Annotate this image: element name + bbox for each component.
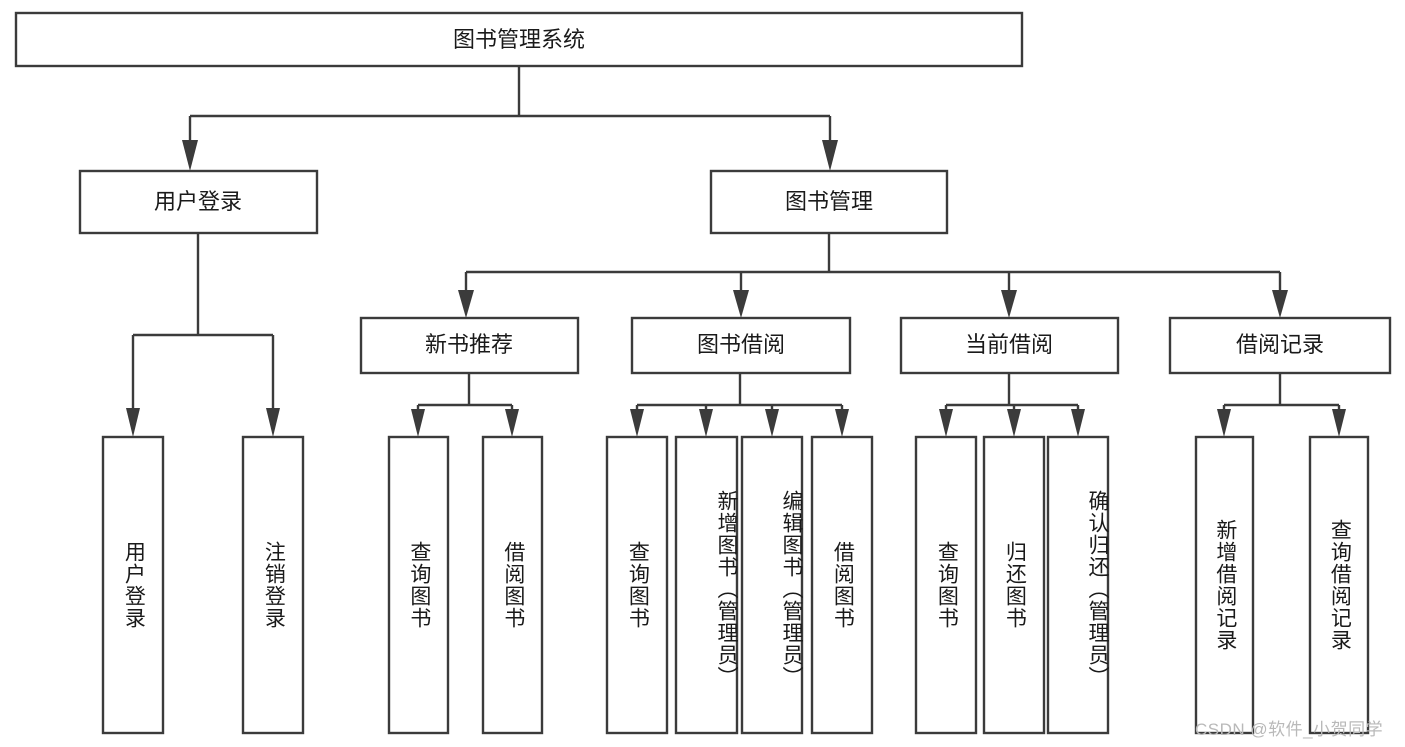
arrow-head-leaf-edit-book — [765, 409, 779, 437]
node-box-current-borrow[interactable] — [899, 316, 1120, 375]
node-box-leaf-confirm-return[interactable] — [1046, 435, 1110, 735]
node-label-new-book-recommend: 新书推荐 — [425, 332, 513, 357]
connectors-new-book-recommend-to-leaves — [411, 373, 519, 437]
arrow-head-leaf-query-book-3 — [939, 409, 953, 437]
connectors-root-to-level1 — [182, 66, 838, 171]
node-box-book-management[interactable] — [709, 169, 949, 235]
node-box-leaf-logout-login[interactable] — [241, 435, 305, 735]
node-box-leaf-query-book-1[interactable] — [387, 435, 450, 735]
node-box-leaf-add-book[interactable] — [674, 435, 739, 735]
arrow-head-user-login — [182, 140, 198, 171]
arrow-head-leaf-confirm-return — [1071, 409, 1085, 437]
node-box-leaf-borrow-book-2[interactable] — [810, 435, 874, 735]
node-box-leaf-user-login[interactable] — [101, 435, 165, 735]
arrow-head-leaf-query-book-1 — [411, 409, 425, 437]
node-label-borrow-record: 借阅记录 — [1236, 332, 1324, 357]
node-box-leaf-query-book-3[interactable] — [914, 435, 978, 735]
arrow-head-leaf-add-record — [1217, 409, 1231, 437]
arrow-head-current-borrow — [1001, 290, 1017, 318]
connectors-book-management-to-level2 — [458, 233, 1288, 318]
node-box-root[interactable] — [14, 11, 1024, 68]
arrow-head-leaf-add-book — [699, 409, 713, 437]
node-box-leaf-query-record[interactable] — [1308, 435, 1370, 735]
arrow-head-new-book-recommend — [458, 290, 474, 318]
node-label-book-management: 图书管理 — [785, 189, 873, 214]
node-box-leaf-return-book[interactable] — [982, 435, 1046, 735]
arrow-head-leaf-query-record — [1332, 409, 1346, 437]
arrow-head-book-borrow — [733, 290, 749, 318]
arrow-head-leaf-query-book-2 — [630, 409, 644, 437]
connectors-borrow-record-to-leaves — [1217, 373, 1346, 437]
node-label-user-login: 用户登录 — [154, 189, 242, 214]
node-box-leaf-edit-book[interactable] — [740, 435, 804, 735]
arrow-head-leaf-borrow-book-2 — [835, 409, 849, 437]
node-box-user-login[interactable] — [78, 169, 319, 235]
node-box-leaf-query-book-2[interactable] — [605, 435, 669, 735]
node-box-borrow-record[interactable] — [1168, 316, 1392, 375]
csdn-watermark: CSDN @软件_小贺同学 — [1195, 720, 1384, 739]
arrow-head-leaf-user-login — [126, 408, 140, 437]
arrow-head-borrow-record — [1272, 290, 1288, 318]
arrow-head-leaf-borrow-book-1 — [505, 409, 519, 437]
arrow-head-leaf-logout-login — [266, 408, 280, 437]
node-label-book-borrow: 图书借阅 — [697, 332, 785, 357]
connectors-user-login-to-leaves — [126, 233, 280, 437]
node-label-root: 图书管理系统 — [453, 27, 585, 52]
arrow-head-book-management — [822, 140, 838, 171]
connectors-current-borrow-to-leaves — [939, 373, 1085, 437]
node-box-leaf-borrow-book-1[interactable] — [481, 435, 544, 735]
connectors-book-borrow-to-leaves — [630, 373, 849, 437]
node-box-book-borrow[interactable] — [630, 316, 852, 375]
node-label-current-borrow: 当前借阅 — [965, 332, 1053, 357]
node-box-leaf-add-record[interactable] — [1194, 435, 1255, 735]
arrow-head-leaf-return-book — [1007, 409, 1021, 437]
node-box-new-book-recommend[interactable] — [359, 316, 580, 375]
